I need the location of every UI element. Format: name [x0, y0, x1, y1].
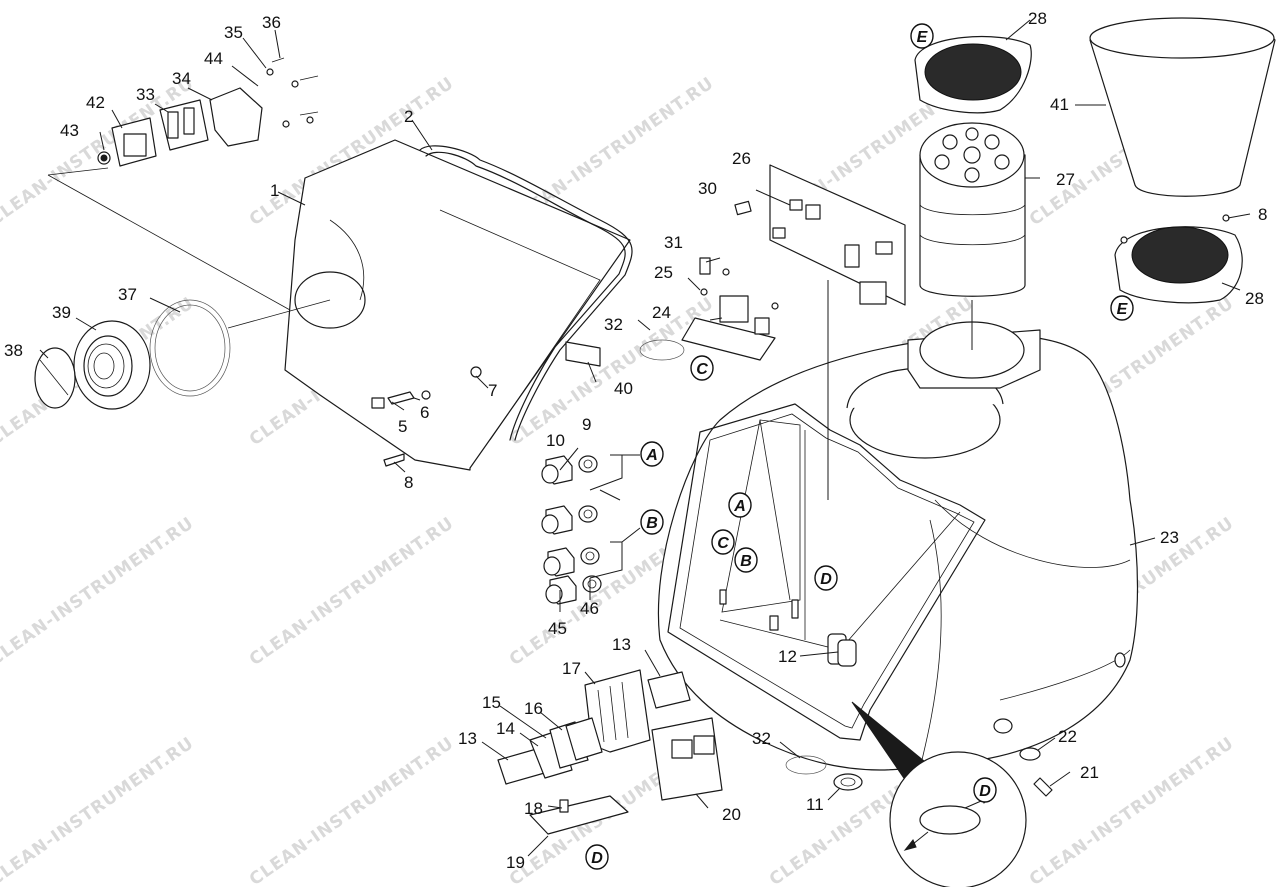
watermark-text: CLEAN-INSTRUMENT.RU	[246, 513, 458, 670]
grommet-parts	[833, 639, 863, 791]
cable-gland	[543, 547, 600, 577]
reference-letter: B	[646, 515, 658, 532]
part-number-label: 36	[262, 13, 281, 32]
terminal-block-group	[497, 669, 723, 835]
part-number-label: 43	[60, 121, 79, 140]
part-number-label: 11	[806, 795, 824, 814]
part-number-label: 12	[778, 647, 797, 666]
cable-gland	[541, 455, 598, 485]
part-number-label: 13	[458, 729, 477, 748]
cable-gland	[545, 575, 602, 605]
part-number-label: 45	[548, 619, 567, 638]
reference-marker: E	[910, 23, 934, 49]
part-number-label: 39	[52, 303, 71, 322]
part-number-label: 14	[496, 719, 515, 738]
part-number-label: 38	[4, 341, 23, 360]
top-filter-housing	[914, 36, 1032, 114]
reference-marker: A	[728, 492, 752, 518]
part-number-label: 32	[604, 315, 623, 334]
part-number-label: 46	[580, 599, 599, 618]
round-cover-assembly	[34, 299, 231, 410]
part-number-label: 30	[698, 179, 717, 198]
part-number-label: 16	[524, 699, 543, 718]
reference-letter: C	[696, 361, 708, 378]
reference-marker: B	[734, 547, 758, 573]
reference-marker: A	[640, 441, 664, 467]
part-number-label: 10	[546, 431, 565, 450]
reference-letter: A	[645, 447, 658, 464]
part-number-label: 5	[398, 417, 407, 436]
part-number-label: 28	[1028, 9, 1047, 28]
watermark-text: CLEAN-INSTRUMENT.RU	[1026, 733, 1238, 887]
part-number-label: 15	[482, 693, 501, 712]
fastener-group-left	[371, 366, 482, 467]
part-number-label: 1	[270, 181, 279, 200]
cable-glands	[541, 455, 602, 605]
part-number-label: 27	[1056, 170, 1075, 189]
part-number-label: 37	[118, 285, 137, 304]
reference-marker: D	[973, 777, 997, 803]
part-number-label: 34	[172, 69, 191, 88]
part-number-label: 7	[488, 381, 497, 400]
cover-panel	[47, 139, 633, 471]
reference-marker: E	[1110, 295, 1134, 321]
part-number-label: 41	[1050, 95, 1069, 114]
part-number-label: 18	[524, 799, 543, 818]
cable-gland	[541, 505, 598, 535]
reference-letter: B	[740, 553, 752, 570]
watermark-text: CLEAN-INSTRUMENT.RU	[0, 733, 198, 887]
part-number-label: 19	[506, 853, 525, 872]
reference-marker: C	[690, 355, 714, 381]
part-number-label: 28	[1245, 289, 1264, 308]
part-number-label: 22	[1058, 727, 1077, 746]
main-housing	[657, 280, 1139, 771]
reference-marker: C	[711, 529, 735, 555]
part-number-label: 31	[664, 233, 683, 252]
part-number-label: 25	[654, 263, 673, 282]
part-number-label: 20	[722, 805, 741, 824]
part-number-label: 40	[614, 379, 633, 398]
reference-letter: E	[1117, 301, 1129, 318]
part-number-label: 6	[420, 403, 429, 422]
watermark-text: CLEAN-INSTRUMENT.RU	[246, 733, 458, 887]
part-number-label: 33	[136, 85, 155, 104]
part-number-label: 35	[224, 23, 243, 42]
relay-board	[681, 268, 779, 361]
reference-letter: D	[591, 850, 603, 867]
switch-assembly	[97, 57, 319, 167]
part-number-label: 17	[562, 659, 581, 678]
funnel	[1089, 17, 1276, 197]
part-number-label: 9	[582, 415, 591, 434]
small-components	[565, 200, 827, 775]
leader-lines	[39, 19, 1251, 857]
part-number-label: 23	[1160, 528, 1179, 547]
watermark-text: CLEAN-INSTRUMENT.RU	[0, 513, 198, 670]
washer-screw	[1019, 747, 1053, 797]
reference-marker: D	[585, 844, 609, 870]
part-number-label: 13	[612, 635, 631, 654]
lower-filter-housing	[1114, 214, 1243, 304]
reference-letter: A	[733, 498, 746, 515]
part-number-label: 8	[1258, 205, 1267, 224]
part-number-label: 24	[652, 303, 671, 322]
reference-marker: B	[640, 509, 664, 535]
part-number-label: 8	[404, 473, 413, 492]
reference-letter: D	[979, 783, 991, 800]
reference-letter: D	[820, 571, 832, 588]
reference-letter: E	[917, 29, 929, 46]
part-number-label: 32	[752, 729, 771, 748]
control-pcb	[769, 164, 906, 306]
reference-marker: D	[814, 565, 838, 591]
filter-cylinder	[919, 122, 1026, 297]
part-number-label: 44	[204, 49, 223, 68]
part-number-label: 2	[404, 107, 413, 126]
part-number-label: 26	[732, 149, 751, 168]
part-number-label: 21	[1080, 763, 1099, 782]
part-number-label: 42	[86, 93, 105, 112]
reference-letter: C	[717, 535, 729, 552]
